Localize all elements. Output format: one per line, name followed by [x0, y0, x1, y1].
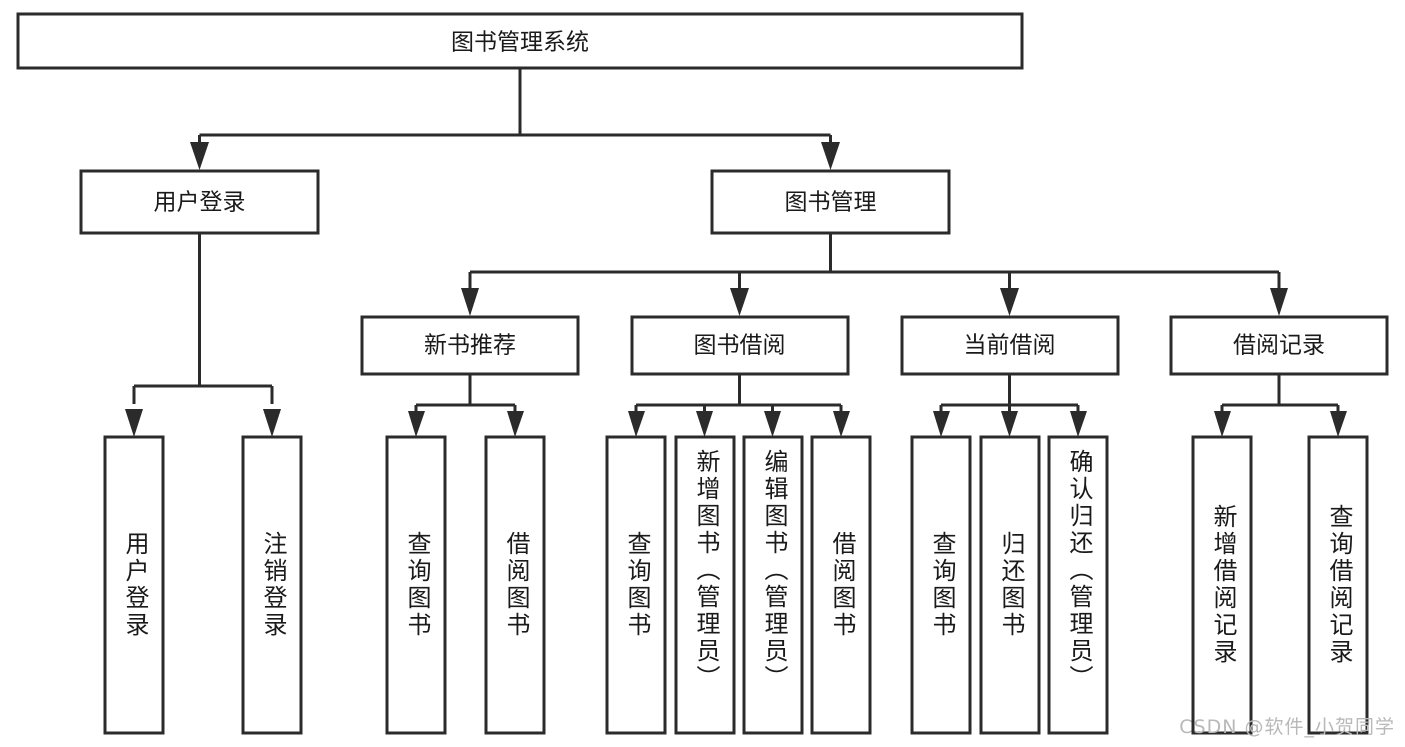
node-leaf-confirm-return-box[interactable] [1047, 435, 1109, 735]
node-root-box[interactable] [16, 12, 1024, 70]
node-borrow-record-box[interactable] [1169, 315, 1389, 376]
arrowhead-leaf-borrow-book-a [507, 411, 524, 437]
arrowhead-borrow-record [1270, 288, 1288, 316]
arrowhead-user-login [190, 142, 209, 170]
node-root-label: 图书管理系统 [451, 30, 589, 56]
arrowhead-leaf-edit-book [764, 411, 781, 437]
arrowhead-current-borrow [1000, 288, 1019, 316]
node-user-login-box[interactable] [79, 169, 320, 235]
node-leaf-logout-box[interactable] [241, 435, 303, 735]
arrowhead-leaf-query-book-c [933, 411, 950, 437]
node-new-book-rec-box[interactable] [360, 315, 580, 376]
node-borrow-record[interactable]: 借阅记录 [1169, 315, 1389, 376]
arrowhead-leaf-query-record [1330, 411, 1347, 437]
arrowhead-new-book-rec [461, 288, 479, 316]
node-leaf-add-book-box[interactable] [674, 435, 736, 735]
node-book-borrow[interactable]: 图书借阅 [630, 315, 850, 376]
arrowhead-leaf-borrow-book-b [833, 411, 850, 437]
node-leaf-edit-book-box[interactable] [742, 435, 804, 735]
arrowhead-leaf-user-login [125, 409, 143, 437]
arrowhead-book-borrow [730, 288, 749, 316]
node-current-borrow[interactable]: 当前借阅 [900, 315, 1120, 376]
node-leaf-borrow-book-a-box[interactable] [484, 435, 546, 735]
arrowhead-leaf-query-book-a [408, 411, 425, 437]
node-leaf-query-book-a-box[interactable] [385, 435, 447, 735]
node-leaf-query-book-c-box[interactable] [910, 435, 972, 735]
node-book-borrow-label: 图书借阅 [694, 333, 786, 359]
node-leaf-return-book-box[interactable] [979, 435, 1041, 735]
node-book-manage-box[interactable] [710, 169, 951, 235]
node-current-borrow-label: 当前借阅 [964, 333, 1056, 359]
arrowhead-leaf-query-book-b [628, 411, 645, 437]
node-book-manage[interactable]: 图书管理 [710, 169, 951, 235]
node-book-manage-label: 图书管理 [785, 190, 877, 216]
arrowhead-leaf-return-book [1001, 411, 1018, 437]
leaf-boxes-group [103, 435, 1369, 735]
arrowhead-leaf-add-book [696, 411, 713, 437]
node-borrow-record-label: 借阅记录 [1233, 333, 1325, 359]
node-new-book-rec-label: 新书推荐 [424, 333, 516, 359]
node-user-login-label: 用户登录 [154, 190, 246, 216]
node-new-book-rec[interactable]: 新书推荐 [360, 315, 580, 376]
arrowhead-book-manage [821, 142, 840, 170]
arrowhead-leaf-add-record [1214, 411, 1231, 437]
node-current-borrow-box[interactable] [900, 315, 1120, 376]
node-leaf-borrow-book-b-box[interactable] [810, 435, 872, 735]
node-leaf-query-book-b-box[interactable] [605, 435, 667, 735]
node-root[interactable]: 图书管理系统 [16, 12, 1024, 70]
csdn-watermark: CSDN @软件_小贺同学 [1179, 716, 1395, 738]
node-user-login[interactable]: 用户登录 [79, 169, 320, 235]
node-leaf-add-record-box[interactable] [1191, 435, 1253, 735]
node-leaf-query-record-box[interactable] [1307, 435, 1369, 735]
connectors-group [125, 68, 1347, 437]
node-leaf-user-login-box[interactable] [103, 435, 165, 735]
node-book-borrow-box[interactable] [630, 315, 850, 376]
arrowhead-leaf-logout [263, 409, 281, 437]
arrowhead-leaf-confirm-return [1070, 411, 1087, 437]
